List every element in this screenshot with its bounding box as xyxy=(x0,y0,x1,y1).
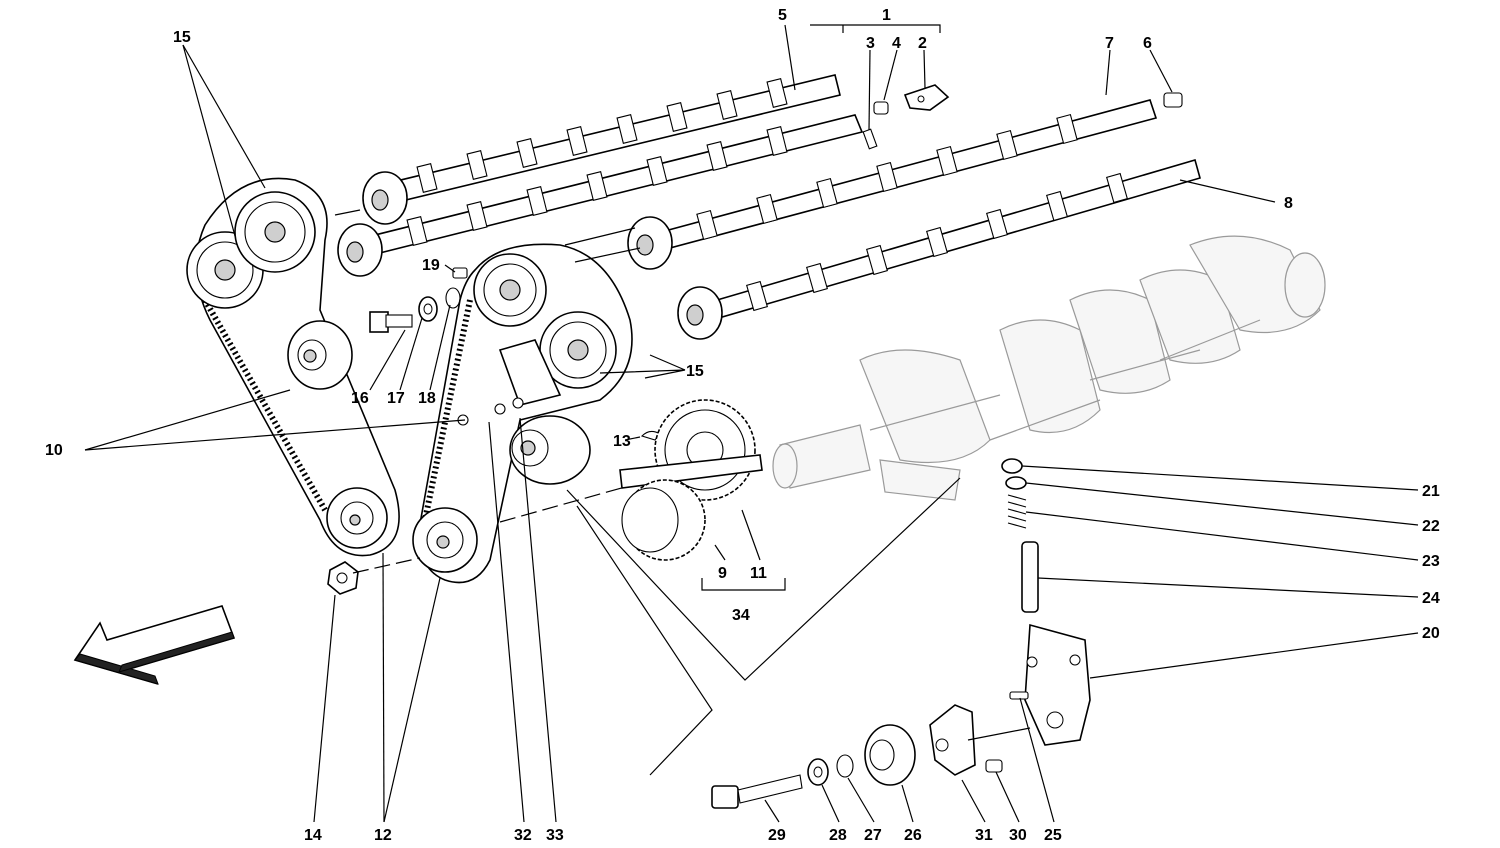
camshaft-pulley-left-b xyxy=(234,191,316,273)
direction-arrow-icon xyxy=(73,605,236,685)
shaft xyxy=(619,454,763,489)
camshaft-pulley-right xyxy=(473,253,547,327)
callout-4: 4 xyxy=(892,35,901,52)
nut-14 xyxy=(327,561,359,595)
camshaft-5 xyxy=(362,74,841,225)
bracket-20 xyxy=(1024,623,1091,746)
camshaft-1 xyxy=(337,114,864,277)
idler-pulley-12-right xyxy=(412,507,478,573)
callout-25: 25 xyxy=(1044,827,1062,844)
callout-9: 9 xyxy=(718,565,727,582)
callout-3: 3 xyxy=(866,35,875,52)
callout-15-right: 15 xyxy=(686,363,704,380)
crankshaft-ghost xyxy=(772,235,1326,501)
callout-11: 11 xyxy=(750,565,767,582)
callout-6: 6 xyxy=(1143,35,1152,52)
camshaft-7 xyxy=(627,99,1158,270)
callouts: 1 2 3 4 5 6 7 8 9 10 11 12 13 14 15 15 1… xyxy=(45,7,1440,844)
callout-22: 22 xyxy=(1422,518,1440,535)
callout-15-left: 15 xyxy=(173,29,191,46)
callout-33: 33 xyxy=(546,827,564,844)
spring-pin-4 xyxy=(873,101,889,115)
callout-17: 17 xyxy=(387,390,405,407)
callout-21: 21 xyxy=(1422,483,1440,500)
callout-24: 24 xyxy=(1422,590,1440,607)
plug-6 xyxy=(1163,92,1183,108)
callout-34: 34 xyxy=(732,607,750,624)
idler-pulley-12-left xyxy=(326,487,388,549)
callout-2: 2 xyxy=(918,35,927,52)
callout-20: 20 xyxy=(1422,625,1440,642)
washer-17 xyxy=(418,296,438,322)
nut-21 xyxy=(1001,458,1023,474)
idler-roller-33 xyxy=(509,415,591,485)
pin-25 xyxy=(1009,691,1029,700)
drive-dog-2 xyxy=(903,84,950,111)
callout-29: 29 xyxy=(768,827,786,844)
callout-8: 8 xyxy=(1284,195,1293,212)
callout-13: 13 xyxy=(613,433,631,450)
callout-30: 30 xyxy=(1009,827,1027,844)
bushing-30 xyxy=(985,759,1003,773)
washer-27 xyxy=(836,754,854,778)
alignment-lines xyxy=(334,209,1031,776)
callout-10: 10 xyxy=(45,442,63,459)
washer-22 xyxy=(1005,476,1027,490)
callout-12: 12 xyxy=(374,827,392,844)
tensioner-arm-31 xyxy=(929,704,976,776)
callout-19: 19 xyxy=(422,257,440,274)
callout-27: 27 xyxy=(864,827,882,844)
callout-7: 7 xyxy=(1105,35,1114,52)
spring-23 xyxy=(1007,494,1027,529)
roller-26 xyxy=(864,724,916,786)
bolt-29 xyxy=(711,774,803,809)
callout-32: 32 xyxy=(514,827,532,844)
callout-14: 14 xyxy=(304,827,322,844)
tensioner-bracket xyxy=(498,339,562,406)
callout-31: 31 xyxy=(975,827,993,844)
bolt-16 xyxy=(369,311,413,333)
circlip-18 xyxy=(445,287,461,309)
pin-19 xyxy=(452,267,468,279)
tensioner-roller-left xyxy=(287,320,353,390)
callout-16: 16 xyxy=(351,390,369,407)
callout-28: 28 xyxy=(829,827,847,844)
gear-9 xyxy=(621,479,706,561)
callout-18: 18 xyxy=(418,390,436,407)
callout-5: 5 xyxy=(778,7,787,24)
leader-lines xyxy=(84,24,1419,823)
callout-23: 23 xyxy=(1422,553,1440,570)
camshaft-8 xyxy=(677,159,1201,340)
camshaft-pulley-right-b xyxy=(539,311,617,389)
callout-26: 26 xyxy=(904,827,922,844)
camshaft-key-3 xyxy=(862,128,878,150)
callout-1: 1 xyxy=(882,7,891,24)
rod-24 xyxy=(1021,541,1039,613)
washer-28 xyxy=(807,758,829,786)
